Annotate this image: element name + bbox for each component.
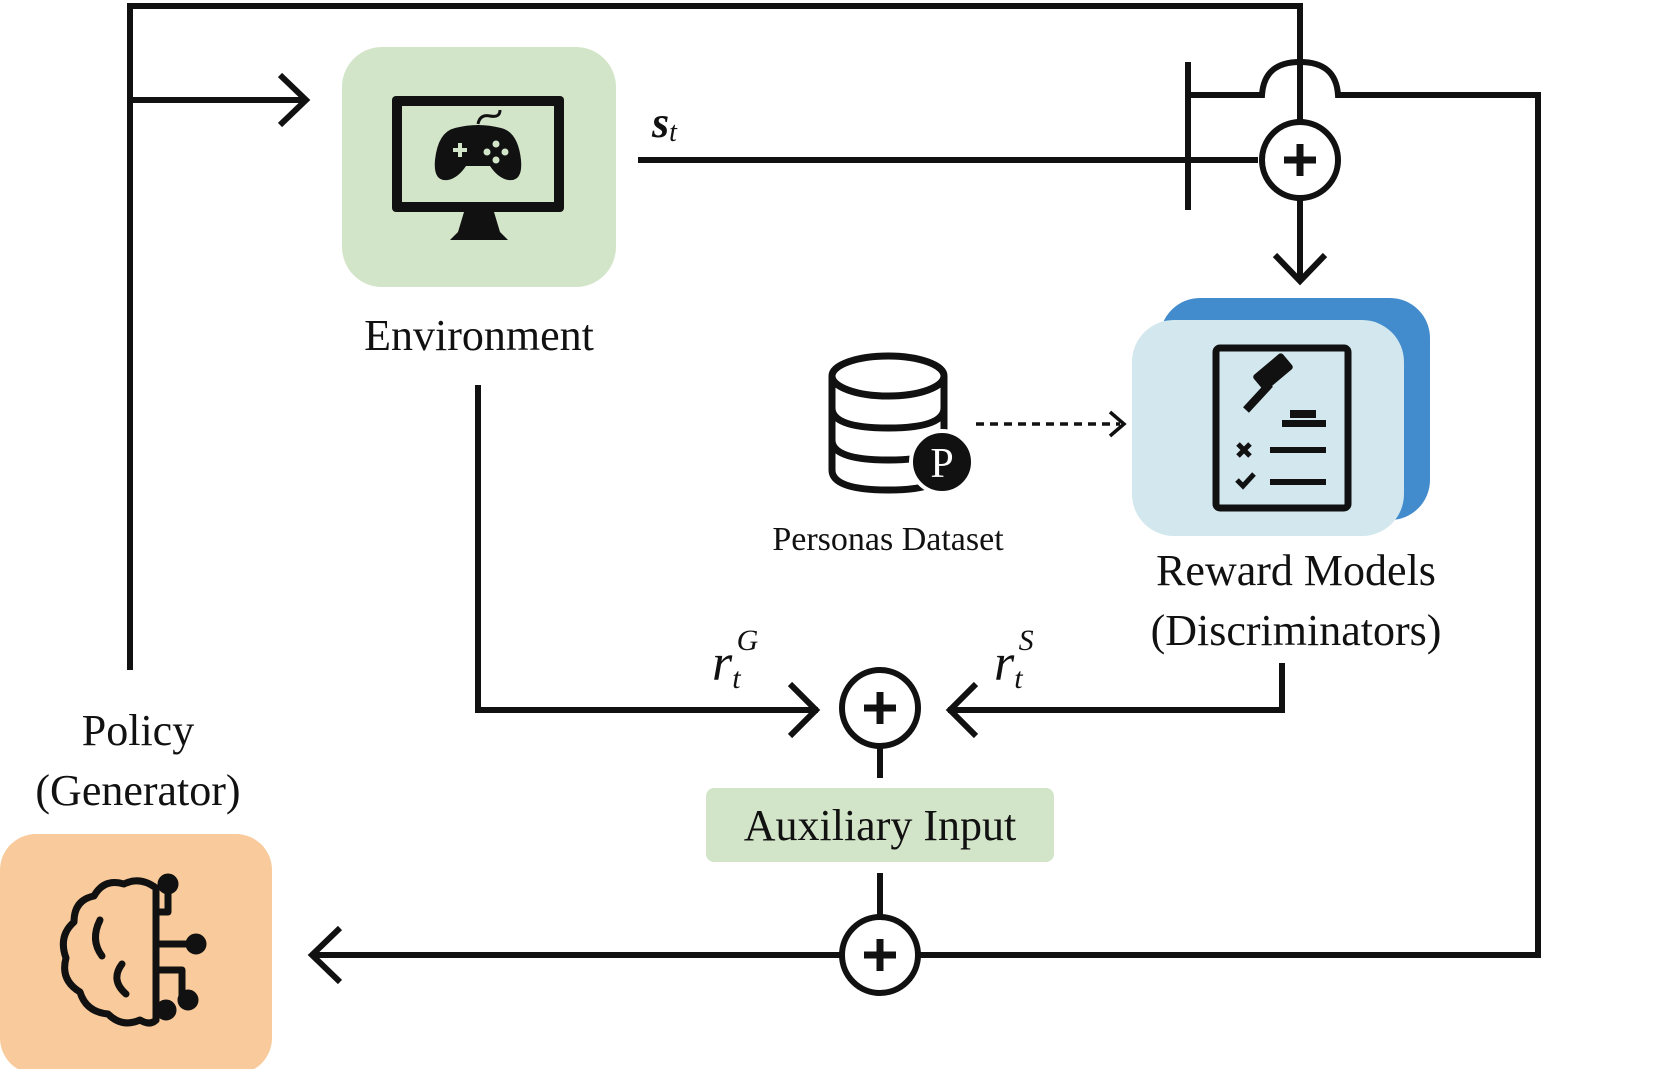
reward-models-node: Reward Models (Discriminators) [1132, 298, 1441, 655]
persona-badge-letter: P [930, 441, 953, 487]
environment-node: Environment [342, 47, 616, 360]
reward-sum-node [839, 667, 921, 749]
judge-checklist-icon [1212, 344, 1352, 512]
auxiliary-input-box [706, 788, 1054, 862]
reward-s-label: rtS [994, 624, 1034, 695]
crossover-hop-edge [918, 58, 1541, 958]
policy-input-sum-node [839, 914, 921, 996]
reward-g-arrowhead [787, 681, 821, 739]
auxiliary-input-node: Auxiliary Input [706, 788, 1054, 862]
policy-label: Policy [82, 706, 194, 755]
personas-dataset-label: Personas Dataset [772, 521, 1004, 558]
persona-badge-icon: P [909, 429, 975, 495]
policy-node: Policy (Generator) [0, 706, 272, 1069]
reward-models-front-card [1132, 320, 1404, 536]
reward-g-label: rtG [712, 624, 759, 695]
personas-arrowhead [1108, 410, 1127, 438]
personas-dataset-node: P Personas Dataset [772, 352, 1004, 558]
environment-label: Environment [364, 311, 594, 360]
game-monitor-icon [392, 96, 564, 240]
policy-arrowhead [307, 925, 343, 985]
reward-models-label: Reward Models [1156, 546, 1436, 595]
reward-arrowhead [1272, 252, 1328, 286]
state-action-sum-node [1259, 119, 1341, 201]
reward-s-arrowhead [945, 681, 979, 739]
brain-circuit-icon [59, 873, 207, 1027]
policy-sublabel: (Generator) [35, 766, 240, 815]
reward-models-sublabel: (Discriminators) [1151, 606, 1442, 655]
auxiliary-input-label: Auxiliary Input [744, 801, 1017, 850]
environment-arrowhead [277, 72, 311, 128]
state-label: st [651, 98, 678, 148]
policy-box [0, 834, 272, 1069]
discriminator-reward-edge [948, 663, 1285, 713]
policy-to-environment-edge [127, 3, 1303, 670]
environment-reward-edge [475, 385, 818, 713]
